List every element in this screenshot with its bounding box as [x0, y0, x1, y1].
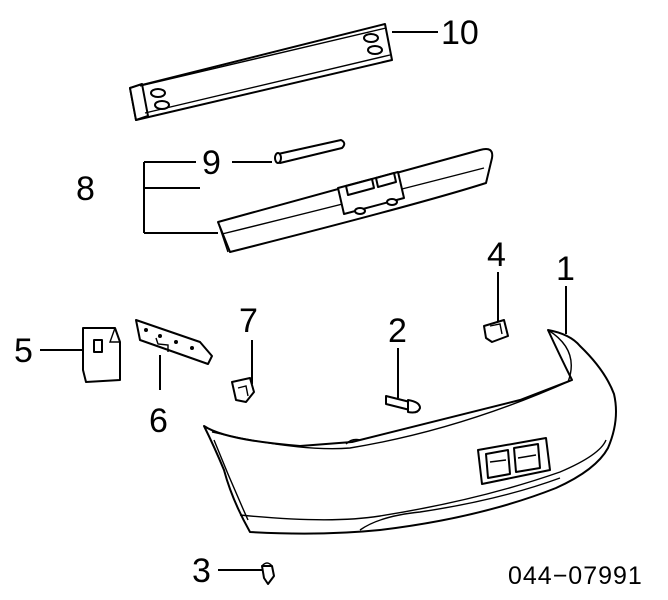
part-5-retainer[interactable]: [82, 327, 121, 383]
part-8-energy-absorber[interactable]: [217, 148, 494, 253]
callout-7: 7: [239, 302, 258, 340]
callout-2: 2: [388, 312, 407, 350]
leader-bracket-8: [143, 161, 218, 234]
callout-6: 6: [149, 402, 168, 440]
part-9-pin[interactable]: [274, 139, 346, 164]
callout-10: 10: [441, 14, 479, 52]
part-4-clip[interactable]: [483, 319, 509, 343]
callout-5: 5: [14, 332, 33, 370]
part-10-reinforcement-beam[interactable]: [129, 23, 393, 121]
callout-4: 4: [487, 236, 506, 274]
part-6-bracket[interactable]: [135, 319, 213, 365]
part-1-bumper-cover[interactable]: [203, 329, 617, 535]
callout-1: 1: [556, 250, 575, 288]
part-3-push-clip[interactable]: [261, 562, 275, 585]
part-7-clip[interactable]: [231, 377, 255, 403]
callout-8: 8: [76, 170, 95, 208]
callout-3: 3: [192, 552, 211, 590]
callout-9: 9: [202, 144, 221, 182]
reference-code: 044−07991: [508, 562, 643, 590]
part-2-bolt[interactable]: [385, 395, 421, 414]
